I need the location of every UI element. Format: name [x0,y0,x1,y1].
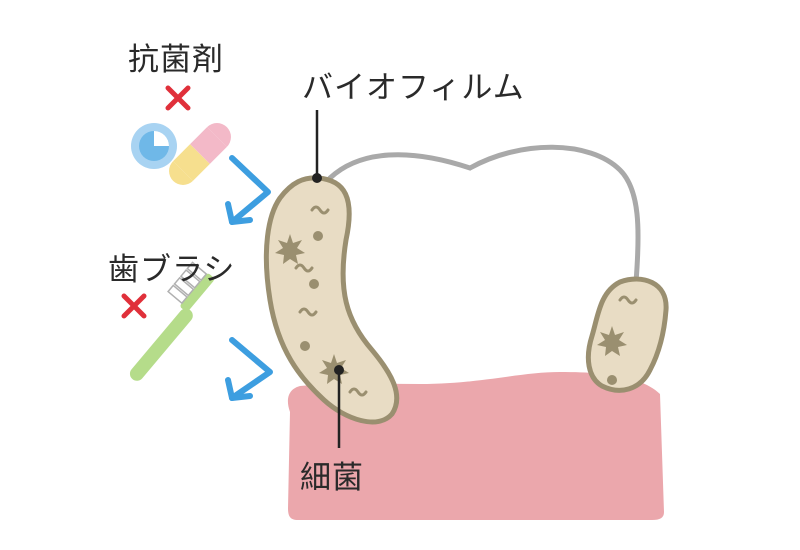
bacteria-pointer-dot [334,365,344,375]
biofilm-left [263,175,400,425]
biofilm-right [585,276,669,393]
capsule-icon [169,123,231,185]
label-bacteria: 細菌 [300,460,364,496]
leader-lines [315,110,341,448]
pill-icon [131,123,177,169]
bacteria-stars [275,234,627,384]
toothbrush-icon [129,261,215,381]
bacteria-squiggles [294,205,638,397]
arrow-icon-top [225,155,271,225]
biofilm-pointer-dot [312,173,322,183]
label-toothbrush: 歯ブラシ [108,252,236,288]
label-biofilm: バイオフィルム [302,70,525,106]
label-antibacterial: 抗菌剤 [128,42,224,78]
cross-icon-toothbrush [121,293,147,319]
arrow-icon-bottom [225,337,273,401]
bacteria-dots [300,231,617,385]
tooth-outline [327,144,641,285]
cross-icon-antibacterial [165,85,191,111]
